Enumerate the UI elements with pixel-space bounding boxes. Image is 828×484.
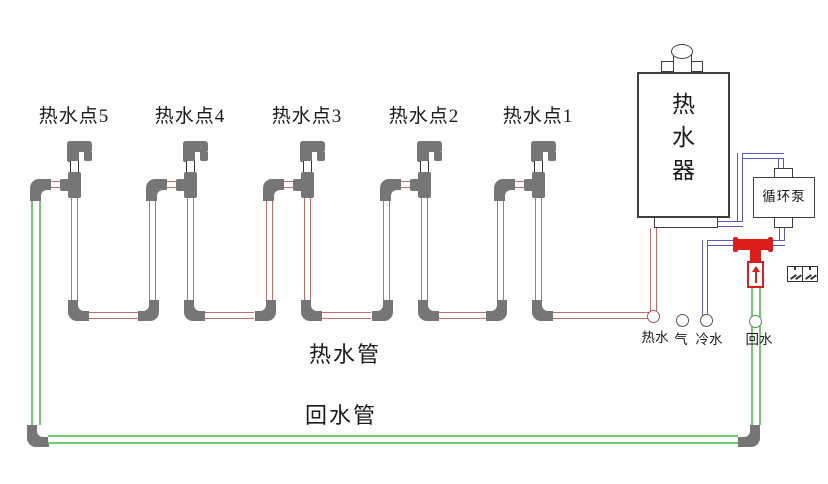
return-port: [749, 315, 762, 328]
elbow-fitting: [371, 300, 393, 321]
elbow-fitting: [146, 179, 167, 201]
fixture-3: 热水点3: [254, 101, 360, 323]
elbow-fitting: [738, 425, 760, 447]
fixture-drop-pipe: [70, 198, 78, 301]
fixture-drop-pipe: [303, 198, 311, 301]
branch-pipe: [401, 181, 410, 188]
cold-port-label: 冷水: [695, 332, 723, 347]
pump-inlet-pipe: [779, 227, 785, 246]
tee-fitting: [409, 172, 431, 198]
branch-pipe: [515, 181, 524, 188]
hot-outlet-port: [647, 310, 660, 323]
pipe-union: [533, 161, 543, 172]
pump-top-port: [774, 168, 793, 178]
elbow-fitting: [494, 179, 515, 201]
fixture-drop-pipe: [534, 198, 542, 301]
red-tee-stem: [750, 249, 761, 262]
check-valve-icon: [747, 261, 764, 288]
return-port-label: 回水: [745, 332, 773, 347]
fixture-label: 热水点1: [502, 106, 574, 127]
elbow-fitting: [300, 300, 322, 321]
faucet-spout-icon: [531, 141, 556, 162]
pump-outlet-pipe: [737, 153, 784, 159]
fixture-1: 热水点1: [485, 101, 591, 323]
faucet-spout-icon: [183, 141, 208, 162]
pump-to-heater-pipe: [711, 221, 743, 227]
fixture-label: 热水点5: [38, 106, 110, 127]
return-pipe-label: 回水管: [304, 403, 377, 428]
cold-water-pipe: [702, 240, 708, 316]
fixture-5: 热水点5: [21, 101, 127, 323]
tee-fitting: [292, 172, 314, 198]
elbow-fitting: [485, 300, 507, 321]
cold-inlet-port: [700, 314, 713, 327]
faucet-spout-icon: [300, 141, 325, 162]
faucet-spout-icon: [417, 141, 442, 162]
branch-pipe: [51, 181, 60, 188]
fixture-drop-pipe: [496, 201, 504, 301]
hot-water-pipe-run: [204, 312, 254, 319]
hot-water-pipe-run: [88, 312, 138, 319]
elbow-fitting: [183, 300, 205, 321]
water-heater: 热水器: [637, 72, 730, 218]
gas-port-label: 气: [674, 332, 688, 347]
pump-outlet-pipe: [737, 153, 743, 226]
power-socket-icon: [787, 266, 818, 282]
fixture-drop-pipe: [148, 201, 156, 301]
pipe-union: [185, 161, 195, 172]
elbow-fitting: [137, 300, 159, 321]
tee-fitting: [59, 172, 81, 198]
heater-vent-cap-icon: [671, 44, 693, 59]
cold-water-pipe: [702, 240, 734, 246]
fixture-label: 热水点2: [388, 106, 460, 127]
pump-bottom-port: [774, 218, 793, 228]
fixture-drop-pipe: [186, 198, 194, 301]
return-riser-left-pipe: [31, 200, 41, 427]
elbow-fitting: [254, 300, 276, 321]
return-pipe-bottom-run: [48, 435, 740, 444]
hot-water-pipe-run: [552, 312, 649, 319]
branch-pipe: [167, 181, 176, 188]
pump-inlet-pipe: [771, 240, 785, 246]
hot-port-label: 热水: [641, 330, 669, 345]
elbow-fitting: [263, 179, 284, 201]
hot-water-pipe-run: [321, 312, 371, 319]
return-riser-right-pipe: [751, 326, 761, 425]
circulation-pump-label: 循环泵: [762, 189, 806, 204]
fixture-drop-pipe: [265, 201, 273, 301]
fixture-label: 热水点4: [154, 106, 226, 127]
elbow-fitting: [531, 300, 553, 321]
fixture-2: 热水点2: [371, 101, 477, 323]
fixture-label: 热水点3: [271, 106, 343, 127]
elbow-fitting: [417, 300, 439, 321]
red-tee-fitting: [733, 237, 773, 252]
branch-pipe: [284, 181, 293, 188]
heater-hot-outlet-riser-pipe: [650, 228, 657, 312]
faucet-spout-icon: [67, 141, 92, 162]
heater-connection-tab: [654, 218, 718, 228]
elbow-fitting: [380, 179, 401, 201]
gas-port: [676, 314, 689, 327]
tee-fitting: [523, 172, 545, 198]
hot-pipe-label: 热水管: [308, 342, 381, 367]
pump-outlet-pipe: [778, 153, 784, 169]
fixture-4: 热水点4: [137, 101, 243, 323]
water-heater-label: 热水器: [671, 92, 695, 183]
pipe-union: [302, 161, 312, 172]
pipe-union: [419, 161, 429, 172]
circulation-pump: 循环泵: [753, 177, 815, 218]
hot-water-pipe-run: [438, 312, 487, 319]
elbow-fitting: [30, 179, 51, 201]
tee-fitting: [175, 172, 197, 198]
return-riser-right-pipe: [751, 287, 761, 317]
pipe-union: [69, 161, 79, 172]
fixture-drop-pipe: [382, 201, 390, 301]
elbow-fitting: [27, 425, 49, 447]
elbow-fitting: [67, 300, 89, 321]
fixture-drop-pipe: [420, 198, 428, 301]
